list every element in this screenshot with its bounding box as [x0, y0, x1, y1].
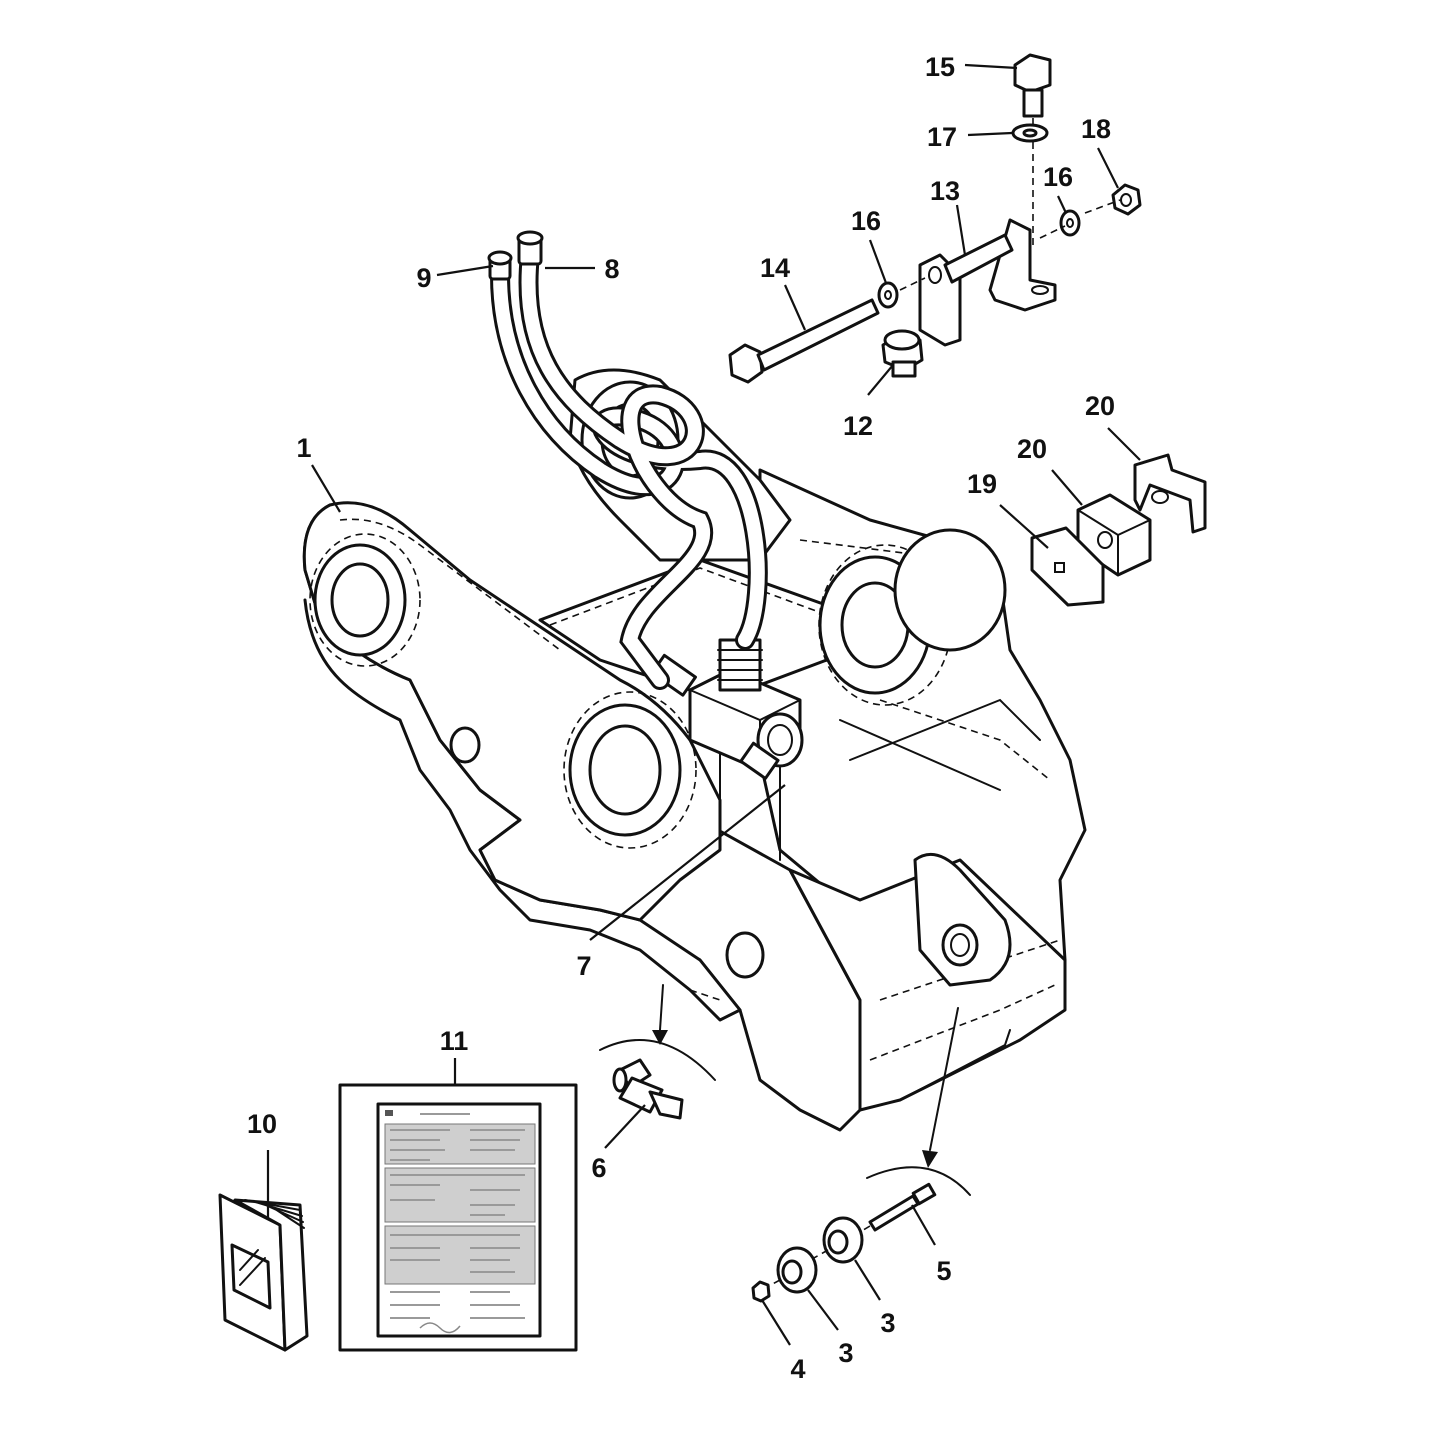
callout-16-right: 16 — [1043, 162, 1073, 192]
callout-14: 14 — [760, 253, 790, 283]
callout-19: 19 — [967, 469, 997, 499]
callout-4: 4 — [790, 1354, 805, 1384]
callout-8: 8 — [604, 254, 619, 284]
callout-1: 1 — [296, 433, 311, 463]
callout-5: 5 — [936, 1256, 951, 1286]
callout-9: 9 — [416, 263, 431, 293]
operator-manual — [218, 1193, 309, 1352]
callout-13: 13 — [930, 176, 960, 206]
callout-11: 11 — [440, 1026, 469, 1056]
callout-7: 7 — [576, 951, 591, 981]
callout-6: 6 — [591, 1153, 606, 1183]
callout-17: 17 — [927, 122, 957, 152]
valve-block-assembly — [650, 638, 804, 780]
callout-3-left: 3 — [838, 1338, 853, 1368]
pin-assembly — [728, 53, 1142, 384]
callout-16-left: 16 — [851, 206, 881, 236]
callout-12: 12 — [843, 411, 873, 441]
certificate-of-conformity — [338, 1083, 578, 1352]
detail-fitting — [599, 984, 716, 1120]
callout-20-middle: 20 — [1017, 434, 1047, 464]
callout-3-right: 3 — [880, 1308, 895, 1338]
callout-20-top: 20 — [1085, 391, 1115, 421]
callout-10: 10 — [247, 1109, 277, 1139]
callout-18: 18 — [1081, 114, 1111, 144]
callout-labels: 15 17 18 13 16 16 14 9 8 12 20 20 19 1 7… — [247, 52, 1115, 1384]
detail-pin-washers — [751, 1007, 971, 1303]
wear-pads — [1030, 453, 1207, 607]
callout-15: 15 — [925, 52, 955, 82]
leader-lines — [266, 63, 1141, 1346]
hydraulic-hoses — [487, 230, 768, 690]
